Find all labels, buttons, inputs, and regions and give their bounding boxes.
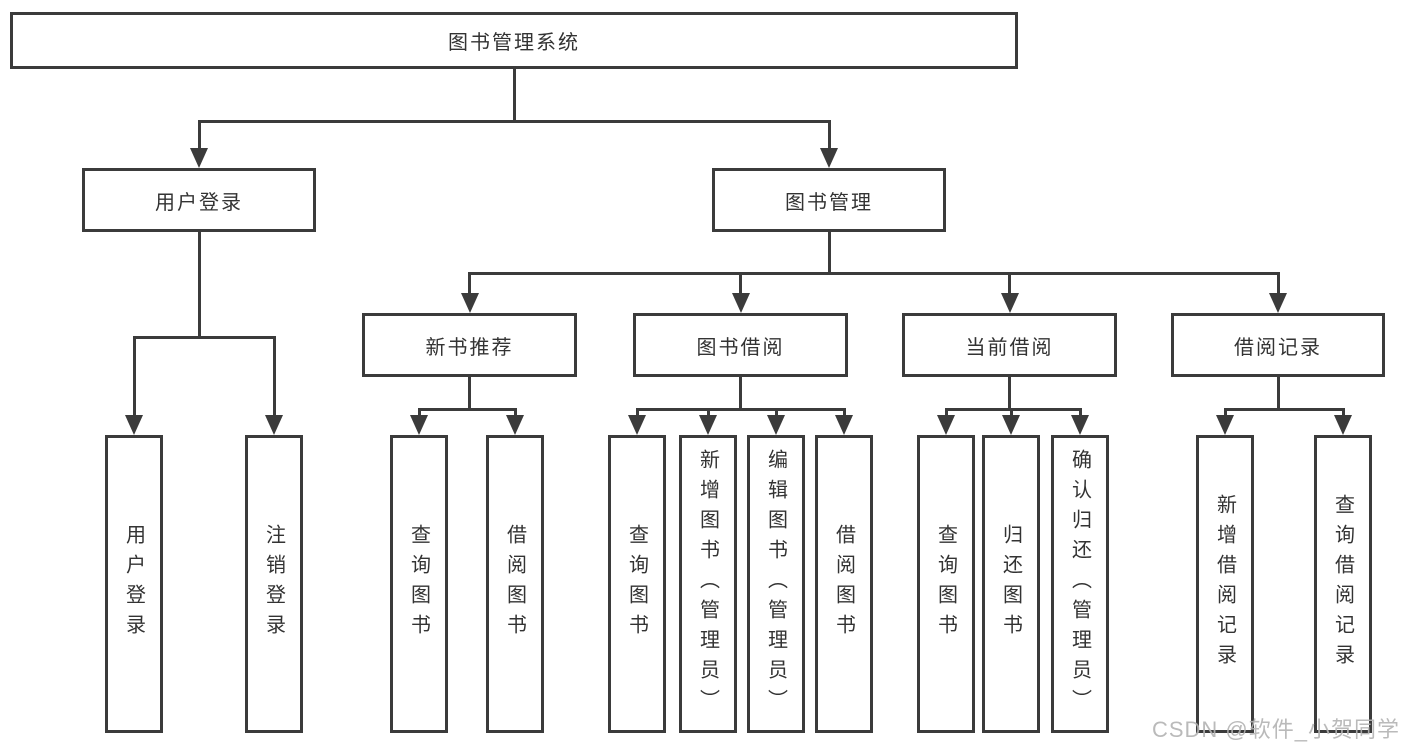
arrow-down-icon [1071,415,1089,435]
connector-line [133,336,276,339]
leaf-confirm-return-admin: 确认归还（管理员） [1051,435,1109,733]
connector-line [514,408,517,417]
leaf-user-login: 用户登录 [105,435,163,733]
connector-line [707,408,710,417]
connector-line [468,377,471,411]
arrow-down-icon [1002,415,1020,435]
connector-line [1342,408,1345,417]
connector-line [1008,272,1011,297]
leaf-borrow-books: 借阅图书 [815,435,873,733]
connector-line [1010,408,1013,417]
arrow-down-icon [1216,415,1234,435]
connector-line [198,232,201,339]
node-book-borrowing: 图书借阅 [633,313,848,377]
leaf-logout-login: 注销登录 [245,435,303,733]
leaf-borrow-books-recommend: 借阅图书 [486,435,544,733]
arrow-down-icon [732,293,750,313]
arrow-down-icon [506,415,524,435]
node-current-borrowing: 当前借阅 [902,313,1117,377]
connector-line [1224,408,1345,411]
connector-line [418,408,517,411]
arrow-down-icon [461,293,479,313]
arrow-down-icon [1001,293,1019,313]
connector-line [739,377,742,411]
connector-line [198,120,201,152]
leaf-add-book-admin: 新增图书（管理员） [679,435,737,733]
arrow-down-icon [699,415,717,435]
connector-line [1277,377,1280,411]
leaf-query-books-current: 查询图书 [917,435,975,733]
connector-line [468,272,471,297]
connector-line [828,232,831,275]
arrow-down-icon [767,415,785,435]
leaf-add-borrow-record: 新增借阅记录 [1196,435,1254,733]
connector-line [1224,408,1227,417]
arrow-down-icon [628,415,646,435]
arrow-down-icon [1269,293,1287,313]
node-user-login: 用户登录 [82,168,316,232]
connector-line [133,336,136,417]
node-borrowing-records: 借阅记录 [1171,313,1385,377]
node-new-book-recommendation: 新书推荐 [362,313,577,377]
connector-line [1008,377,1011,411]
leaf-query-books-borrowing: 查询图书 [608,435,666,733]
leaf-return-books: 归还图书 [982,435,1040,733]
arrow-down-icon [190,148,208,168]
arrow-down-icon [937,415,955,435]
leaf-query-borrow-record: 查询借阅记录 [1314,435,1372,733]
connector-line [636,408,846,411]
arrow-down-icon [820,148,838,168]
connector-line [198,120,831,123]
arrow-down-icon [125,415,143,435]
arrow-down-icon [1334,415,1352,435]
csdn-watermark: CSDN @软件_小贺同学 [1151,717,1400,742]
arrow-down-icon [265,415,283,435]
connector-line [945,408,1082,411]
arrow-down-icon [835,415,853,435]
connector-line [468,272,1280,275]
leaf-edit-book-admin: 编辑图书（管理员） [747,435,805,733]
connector-line [739,272,742,297]
connector-line [843,408,846,417]
connector-line [636,408,639,417]
node-book-management: 图书管理 [712,168,946,232]
connector-line [1277,272,1280,297]
connector-line [775,408,778,417]
connector-line [1079,408,1082,417]
node-library-management-system: 图书管理系统 [10,12,1018,69]
connector-line [945,408,948,417]
connector-line [828,120,831,152]
connector-line [513,69,516,123]
arrow-down-icon [410,415,428,435]
connector-line [418,408,421,417]
leaf-query-books-recommend: 查询图书 [390,435,448,733]
connector-line [273,336,276,417]
